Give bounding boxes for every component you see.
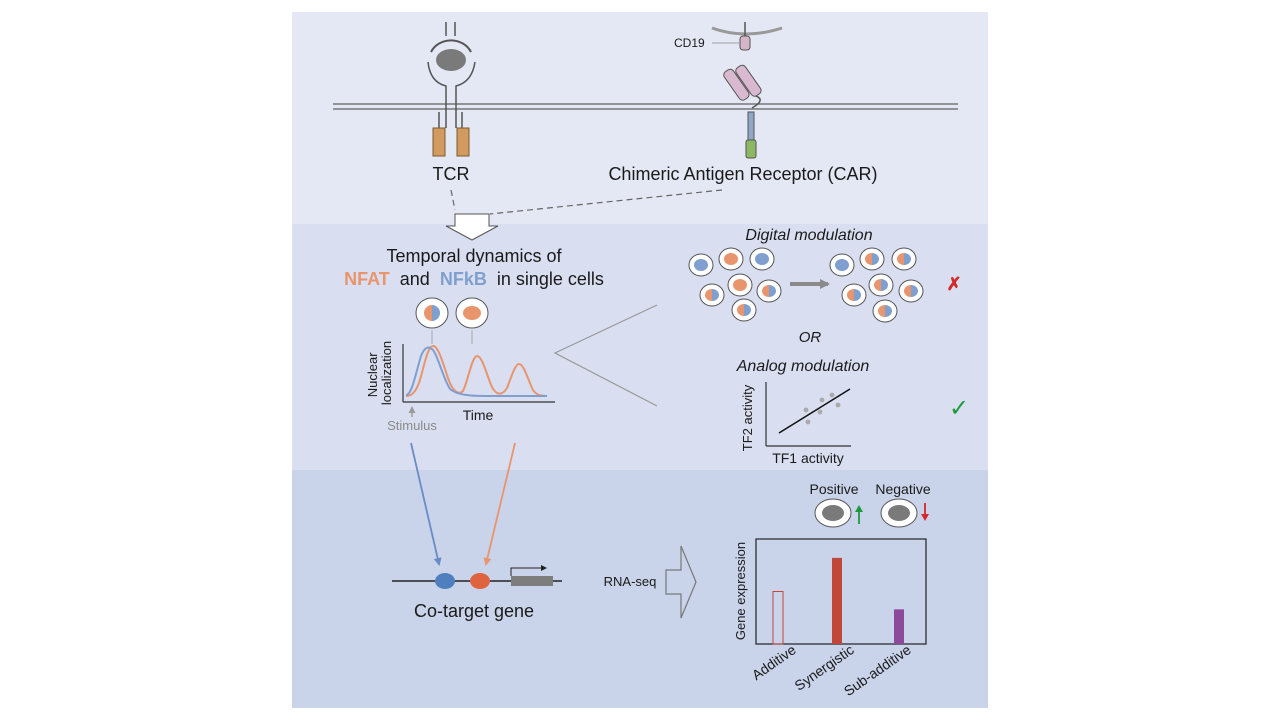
tf1-activity-label: TF1 activity [772,450,844,466]
digital-cell [872,299,898,323]
check-mark: ✓ [949,395,969,422]
or-label: OR [799,329,822,346]
dynamics-title-line2: NFAT and NFkB in single cells [344,269,604,289]
bar-synergistic [832,557,842,644]
nfat-binding-arrow [483,442,516,566]
digital-cell [749,247,775,271]
dynamics-title-line1: Temporal dynamics of [386,246,562,266]
digital-cell [859,247,885,271]
nfat-binding-site [470,573,490,589]
nfkb-binding-arrow [410,442,442,566]
correlation-line [778,388,851,434]
scatter-point [805,419,811,425]
dynamics-plot [402,344,555,403]
down-arrow [921,503,929,521]
cotarget-gene-label: Co-target gene [414,601,534,621]
digital-cell [756,279,782,303]
nfkb-trace [405,346,547,398]
digital-cell [688,253,714,277]
tcr-signaling-domain [432,127,446,157]
antigen-ellipse [436,49,466,71]
modulation-fork [553,304,658,407]
bar-subadditive [894,609,904,644]
positive-label: Positive [809,481,858,497]
rnaseq-arrow [665,545,697,619]
tf2-activity-label: TF2 activity [740,384,755,451]
panel-receptors [292,12,988,224]
gene-body [511,576,553,586]
analog-modulation-title: Analog modulation [736,358,870,375]
bar-additive [772,591,784,645]
cd19-antigen [711,22,783,51]
digital-cell [727,273,753,297]
nuclear-localization-label: Nuclear localization [365,341,394,405]
car-dashed-connector [489,189,723,215]
time-label: Time [463,407,494,423]
nfat-trace [405,344,548,397]
negative-label: Negative [875,481,930,497]
digital-modulation-cells [688,247,924,323]
rnaseq-label: RNA-seq [604,574,657,589]
tcr-signaling-domain [456,127,470,157]
tcr-dashed-connector [450,189,456,211]
analog-plot [765,382,851,447]
transcription-start-arrow [510,565,547,576]
nfkb-binding-site [435,573,455,589]
digital-cell [898,279,924,303]
expression-bars [772,557,904,645]
digital-modulation-title: Digital modulation [745,227,872,244]
negative-cell [880,498,918,528]
car-label: Chimeric Antigen Receptor (CAR) [608,164,877,184]
scatter-point [819,397,825,403]
digital-cell [718,247,744,271]
cross-mark: ✗ [946,274,961,294]
digital-cell [841,283,867,307]
nfkb-label: NFkB [440,269,487,289]
cell-nfat-only [455,297,489,329]
positive-cell [814,498,852,528]
scatter-point [817,409,823,415]
up-arrow [855,505,863,524]
scatter-point [829,392,835,398]
car-receptor [723,64,762,159]
digital-cell [891,247,917,271]
digital-cell [868,273,894,297]
stimulus-label: Stimulus [387,418,437,433]
merge-arrow [445,213,499,241]
panel-expression [292,470,988,708]
digital-cell [699,283,725,307]
membrane [333,103,958,110]
digital-cell [731,298,757,322]
tcr-label: TCR [433,164,470,184]
scatter-point [835,402,841,408]
gene-locus [392,565,562,589]
car-transmembrane [747,111,755,141]
car-signaling-domain [745,139,757,159]
tcr-receptor [427,22,476,157]
digital-cell [829,253,855,277]
cd19-label: CD19 [674,36,705,50]
scatter-point [803,407,809,413]
gene-expression-label: Gene expression [733,542,748,640]
cell-both-tf [415,297,449,329]
nfat-label: NFAT [344,269,390,289]
